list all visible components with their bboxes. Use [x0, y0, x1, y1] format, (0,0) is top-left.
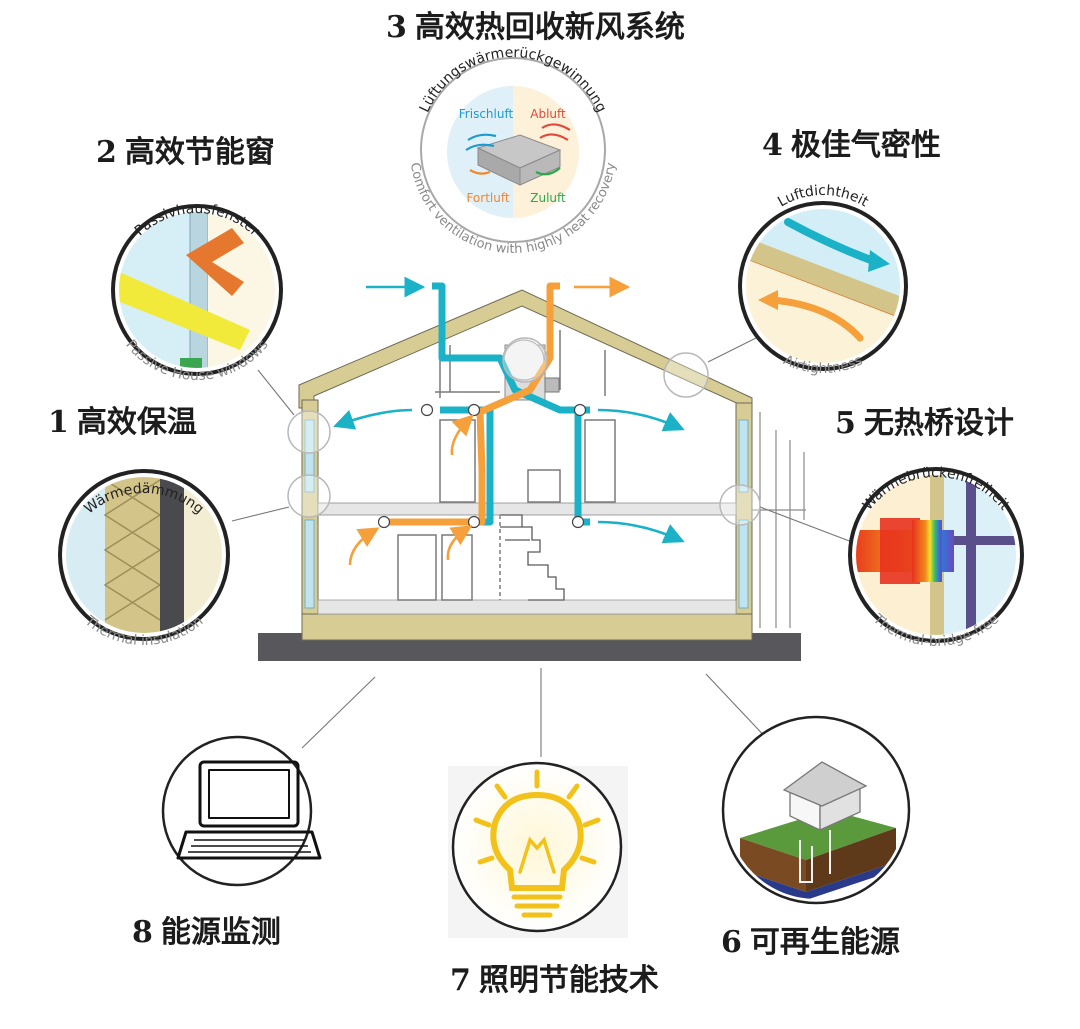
ventilation-badge: Frischluft Abluft Fortluft Zuluft Lüftun…	[407, 45, 619, 257]
mid-floor	[317, 502, 737, 516]
renewable-energy-badge	[721, 715, 911, 905]
airflow-arrows	[333, 276, 685, 566]
exhaust-air-label: Abluft	[530, 107, 566, 121]
fresh-air-label: Frischluft	[459, 107, 514, 121]
feature-3-label: 高效热回收新风系统	[414, 10, 685, 45]
leader-lines	[231, 337, 853, 757]
right-window-lower	[738, 519, 749, 609]
feature-3-number: 3	[386, 10, 407, 45]
feature-8-number: 8	[132, 915, 153, 950]
insulation-badge: Wärmedämmung Thermal insulation	[58, 469, 230, 649]
feature-5-label: 无热桥设计	[863, 406, 1014, 441]
feature-1-number: 1	[48, 405, 69, 440]
feature-6-label: 可再生能源	[749, 925, 900, 960]
left-window-upper	[304, 419, 315, 493]
feature-4-label: 极佳气密性	[790, 128, 941, 163]
basement-floor	[317, 599, 737, 615]
feature-6-number: 6	[721, 925, 742, 960]
exhaust-duct	[385, 282, 560, 526]
window-badge: Passivhausfenster Passive House windows	[111, 201, 283, 384]
feature-4-number: 4	[762, 128, 783, 163]
energy-monitor-badge	[161, 735, 322, 887]
house-icon	[782, 761, 868, 832]
feature-7-label: 照明节能技术	[478, 963, 659, 998]
left-window-lower	[304, 519, 315, 609]
outgoing-air-label: Fortluft	[466, 191, 509, 205]
feature-1-label: 高效保温	[76, 405, 197, 440]
feature-8-label: 能源监测	[160, 915, 281, 950]
duct-valves	[377, 403, 587, 529]
staircase	[500, 514, 565, 601]
thermal-bridge-badge: Wärmebrückenfreiheit Thermal-bridge-free	[848, 465, 1024, 650]
airtightness-badge: Luftdichtheit Airtightness	[738, 183, 908, 377]
lighting-badge	[448, 761, 628, 938]
right-balcony	[752, 412, 806, 628]
laptop-icon	[176, 760, 322, 860]
feature-7-number: 7	[450, 963, 471, 998]
detail-markers	[287, 337, 761, 526]
supply-air-label: Zuluft	[530, 191, 566, 205]
feature-2-number: 2	[96, 135, 117, 170]
house-cross-section	[258, 276, 806, 661]
light-bulb-icon	[473, 769, 601, 918]
right-window-upper	[738, 419, 749, 493]
feature-5-number: 5	[835, 406, 856, 441]
feature-2-label: 高效节能窗	[124, 135, 275, 170]
floor-slab	[301, 613, 753, 641]
